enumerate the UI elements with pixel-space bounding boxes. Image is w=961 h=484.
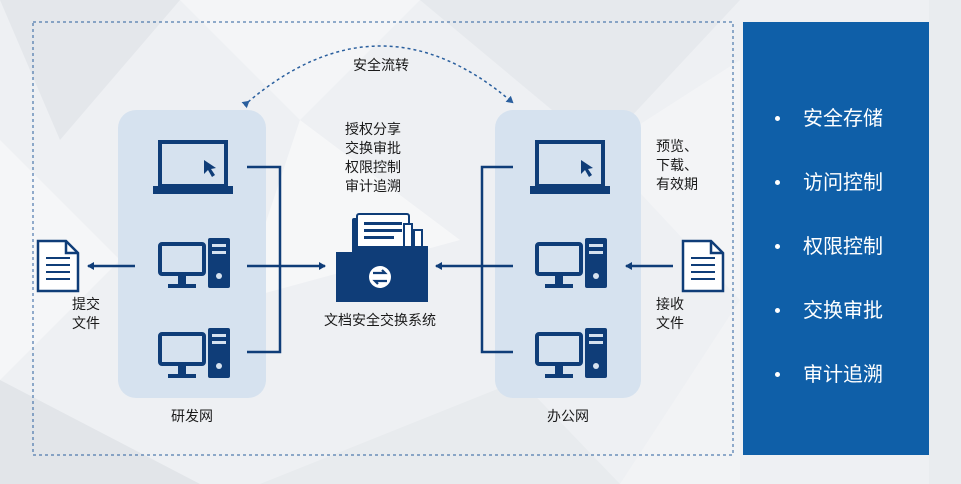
left-network-label: 研发网	[171, 409, 213, 425]
feature-panel: 安全存储 访问控制 权限控制 交换审批 审计追溯	[743, 22, 929, 455]
feature-item: 权限控制	[345, 160, 401, 176]
panel-item-label: 交换审批	[803, 298, 883, 322]
panel-item-label: 审计追溯	[803, 362, 883, 386]
left-network-zone	[118, 110, 266, 398]
feature-item: 审计追溯	[345, 179, 401, 195]
left-bracket-line	[247, 165, 282, 354]
panel-item-label: 访问控制	[803, 170, 883, 194]
feature-item: 授权分享	[345, 122, 401, 138]
permissions-label: 预览、 下载、 有效期	[656, 139, 698, 193]
laptop-icon	[530, 140, 610, 194]
right-bracket-line	[480, 165, 513, 354]
right-network-zone	[495, 110, 641, 398]
bullet-icon	[775, 308, 780, 313]
desktop-computer-icon	[535, 238, 607, 288]
panel-item: 权限控制	[743, 234, 929, 298]
desktop-computer-icon	[158, 328, 230, 378]
panel-item-label: 安全存储	[803, 106, 883, 130]
bullet-icon	[775, 372, 780, 377]
bullet-icon	[775, 244, 780, 249]
folder-exchange-icon	[336, 213, 428, 302]
flow-label: 安全流转	[353, 58, 409, 74]
receive-file-label: 接收 文件	[656, 297, 684, 332]
document-icon	[36, 239, 80, 293]
panel-item: 安全存储	[743, 106, 929, 170]
submit-file-label: 提交 文件	[72, 297, 100, 332]
desktop-computer-icon	[158, 238, 230, 288]
bullet-icon	[775, 180, 780, 185]
laptop-icon	[153, 140, 233, 194]
panel-item-label: 权限控制	[803, 234, 883, 258]
document-icon	[681, 239, 725, 293]
feature-panel-list: 安全存储 访问控制 权限控制 交换审批 审计追溯	[743, 106, 929, 426]
flow-arc	[241, 45, 514, 109]
system-label: 文档安全交换系统	[324, 313, 436, 329]
panel-item: 审计追溯	[743, 362, 929, 426]
desktop-computer-icon	[535, 328, 607, 378]
panel-item: 访问控制	[743, 170, 929, 234]
bullet-icon	[775, 116, 780, 121]
panel-item: 交换审批	[743, 298, 929, 362]
system-feature-list: 授权分享 交换审批 权限控制 审计追溯	[345, 121, 401, 197]
feature-item: 交换审批	[345, 141, 401, 157]
diagram-frame	[32, 21, 734, 456]
right-network-label: 办公网	[547, 409, 589, 425]
